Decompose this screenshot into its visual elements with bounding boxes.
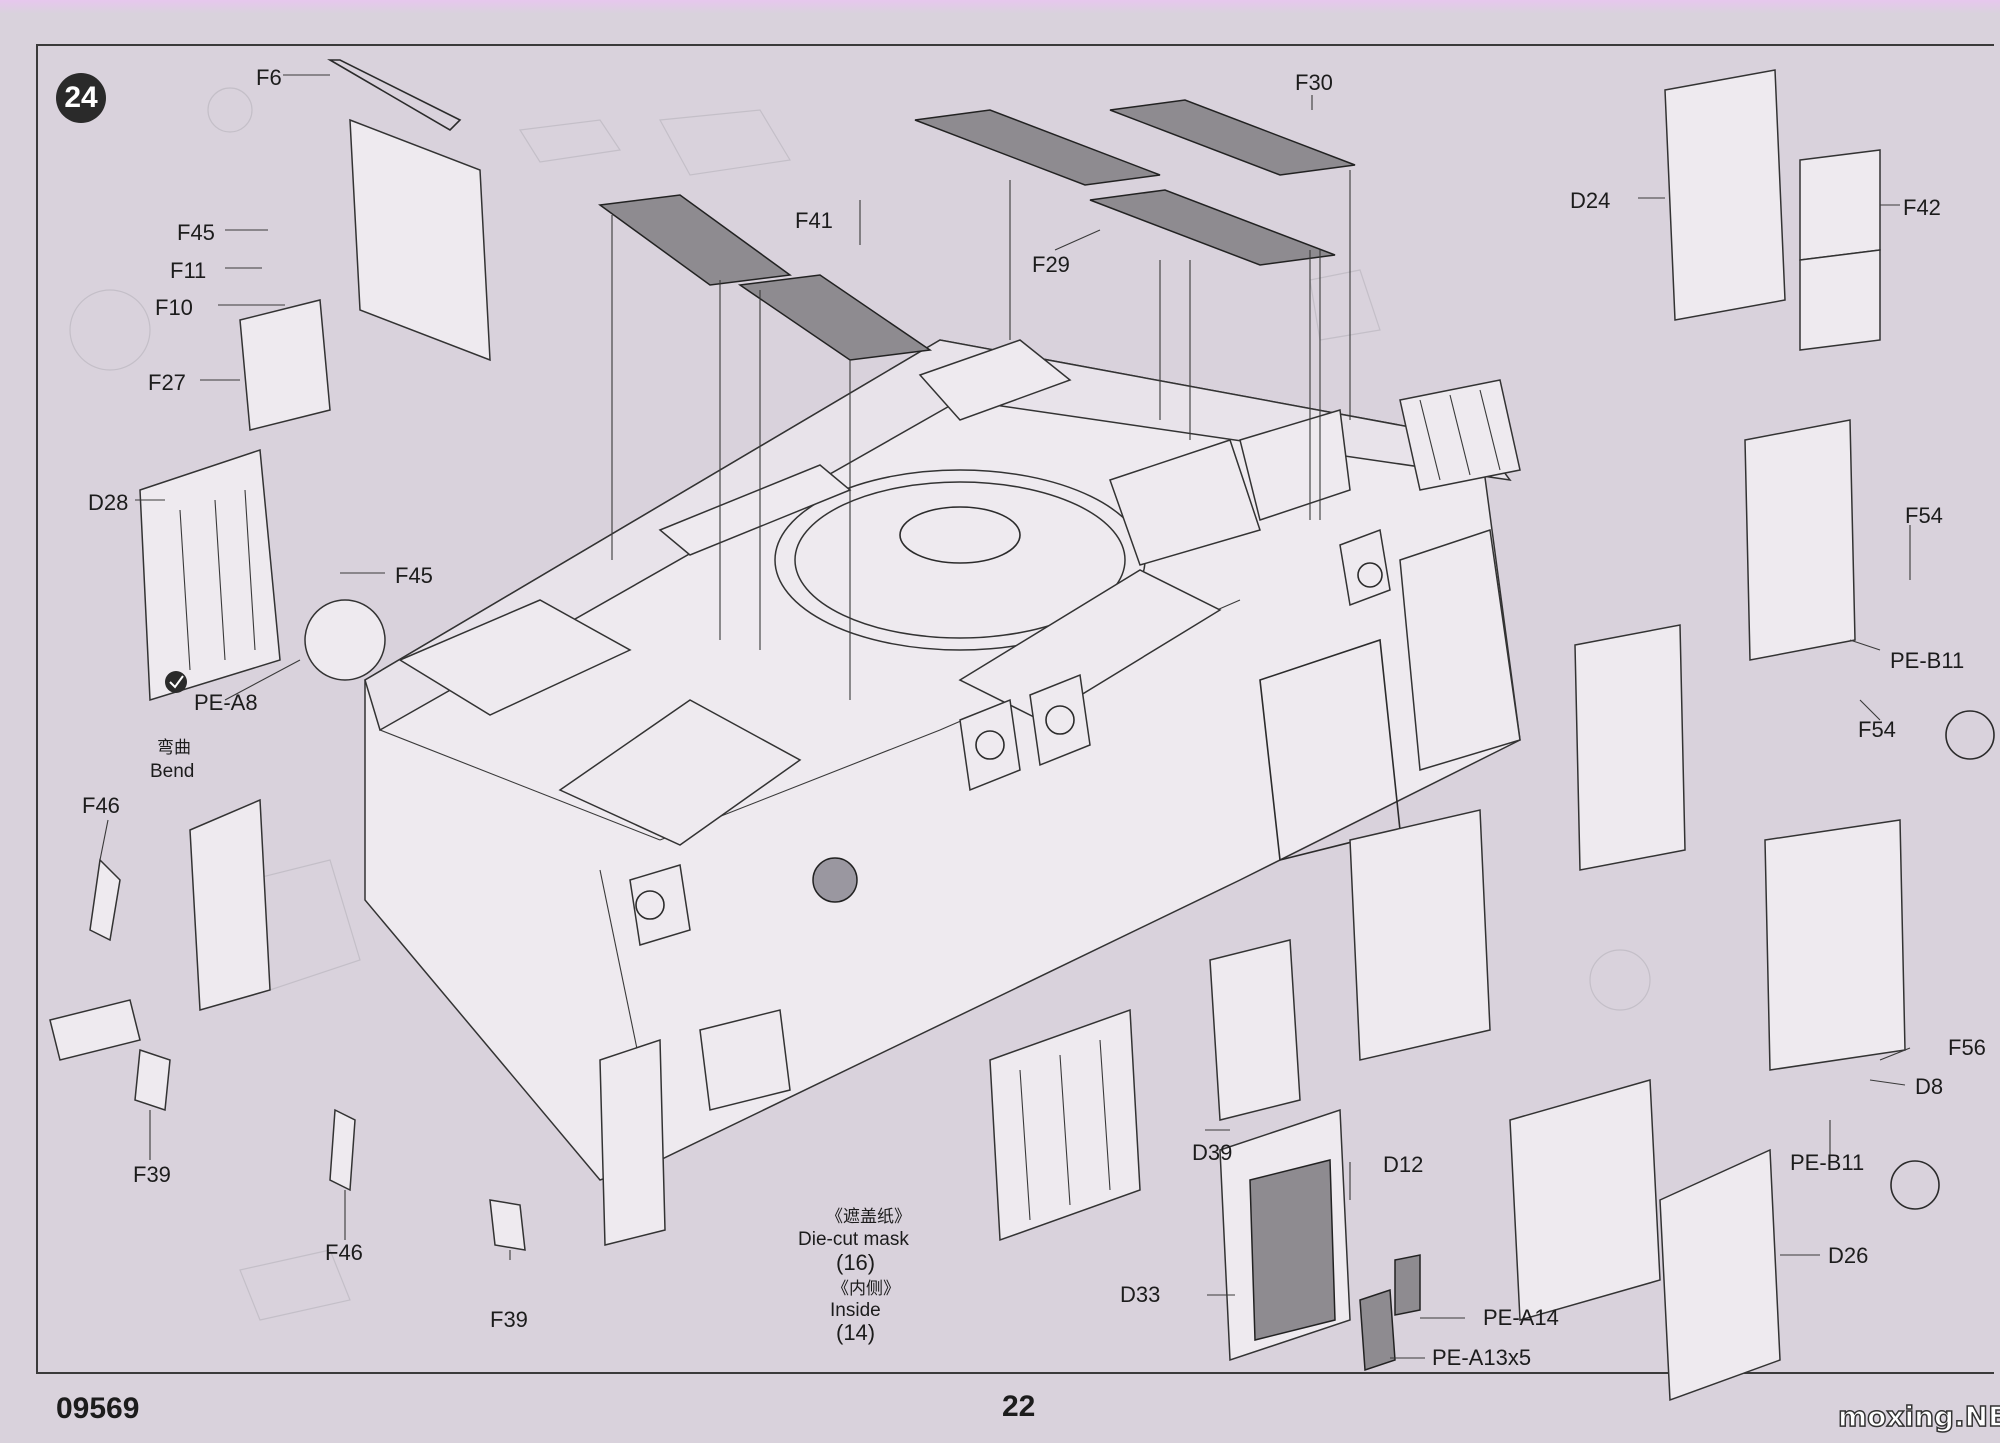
label-D24: D24 — [1570, 188, 1610, 213]
right-side-parts — [1209, 69, 1906, 1402]
page-number: 22 — [1002, 1390, 1036, 1423]
label-PE-A14: PE-A14 — [1483, 1305, 1559, 1330]
label-F39-bottom: F39 — [490, 1307, 528, 1332]
top-color-band — [0, 0, 2000, 14]
label-inside-cn: 《内侧》 — [832, 1279, 900, 1299]
assembly-guide-lines — [611, 170, 1351, 700]
kit-code: 09569 — [56, 1392, 140, 1425]
left-side-parts — [49, 59, 526, 1251]
label-F6: F6 — [256, 65, 282, 90]
label-D39: D39 — [1192, 1140, 1232, 1165]
label-D28: D28 — [88, 490, 128, 515]
label-PE-A8: PE-A8 — [194, 690, 258, 715]
part-F29-F30-grilles — [914, 99, 1356, 266]
background-ghost-parts — [69, 87, 1651, 1321]
label-inside-count: (14) — [836, 1320, 875, 1345]
instruction-frame — [36, 44, 1994, 1374]
label-D12: D12 — [1383, 1152, 1423, 1177]
label-PE-B11-bottom: PE-B11 — [1790, 1150, 1864, 1175]
label-mask-count: (16) — [836, 1250, 875, 1275]
label-D8: D8 — [1915, 1074, 1943, 1099]
label-F54-top: F54 — [1905, 503, 1943, 528]
label-D33: D33 — [1120, 1282, 1160, 1307]
label-F29: F29 — [1032, 252, 1070, 277]
hull-body — [189, 339, 1521, 1246]
bend-symbol — [165, 671, 1995, 1210]
label-F27: F27 — [148, 370, 186, 395]
label-F11: F11 — [170, 258, 206, 283]
label-PE-A13x5: PE-A13x5 — [1432, 1345, 1531, 1370]
label-bend-en: Bend — [150, 761, 194, 782]
label-inside-en: Inside — [830, 1300, 881, 1321]
step-number-badge: 24 — [56, 73, 106, 123]
label-F45-mid: F45 — [395, 563, 433, 588]
label-PE-B11-top: PE-B11 — [1890, 648, 1964, 673]
label-F54-bottom: F54 — [1858, 717, 1896, 742]
label-mask-cn: 《遮盖纸》 — [826, 1207, 911, 1227]
label-F39-left: F39 — [133, 1162, 171, 1187]
label-F46-bottom: F46 — [325, 1240, 363, 1265]
label-F42: F42 — [1903, 195, 1941, 220]
part-F41-grilles — [598, 194, 933, 361]
label-bend-cn: 弯曲 — [157, 738, 191, 758]
label-F46-left: F46 — [82, 793, 120, 818]
label-F45-top: F45 — [177, 220, 215, 245]
label-F41: F41 — [795, 208, 833, 233]
label-F56: F56 — [1948, 1035, 1986, 1060]
label-D26: D26 — [1828, 1243, 1868, 1268]
label-F30: F30 — [1295, 70, 1333, 95]
label-mask-en: Die-cut mask — [798, 1229, 909, 1250]
leader-lines — [99, 74, 1911, 1359]
watermark-logo: moxing.NET — [1837, 1399, 2000, 1434]
label-F10: F10 — [155, 295, 193, 320]
